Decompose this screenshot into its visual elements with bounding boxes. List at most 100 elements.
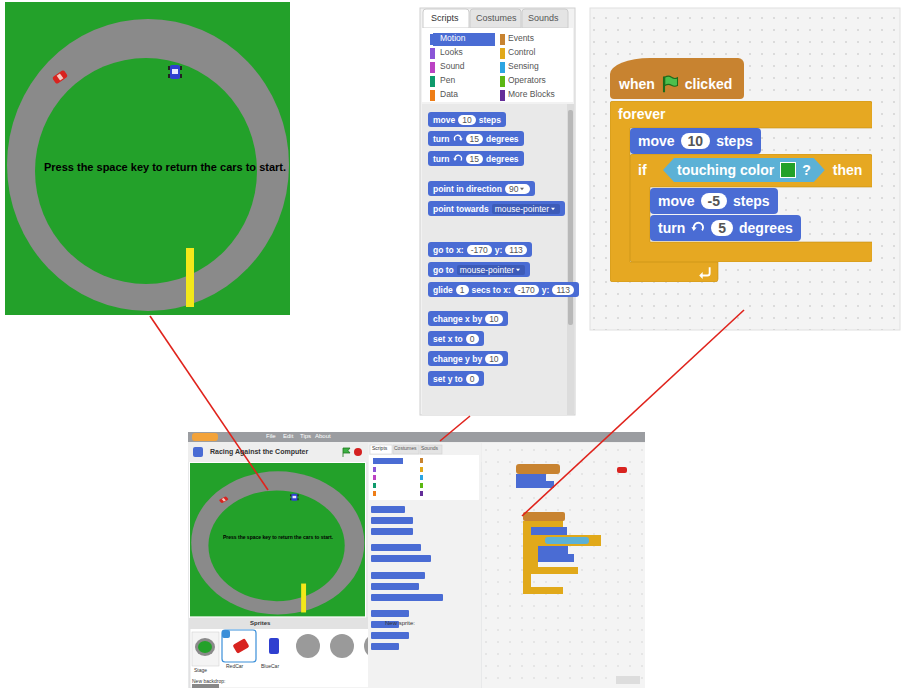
palette-block: turn 15 degrees: [428, 131, 524, 146]
block-text: set x to: [433, 334, 463, 344]
block-text: if: [638, 161, 647, 179]
input-text: 113: [509, 245, 523, 255]
shape: [454, 135, 461, 140]
label-text: About: [315, 433, 331, 440]
number-input: -170: [467, 245, 492, 255]
number-input: 113: [552, 285, 574, 295]
input-text: 10: [688, 133, 704, 149]
block-text: touching color: [677, 161, 774, 179]
block-text: degrees: [739, 219, 793, 237]
input-text: 90: [509, 184, 518, 194]
shape: [459, 138, 463, 141]
motion-block: turn5degrees: [650, 215, 801, 241]
input-text: 10: [489, 314, 498, 324]
block-text: turn: [658, 219, 685, 237]
number-input: 1: [456, 285, 469, 295]
input-text: 113: [556, 285, 570, 295]
input-text: 10: [462, 115, 471, 125]
input-text: -170: [518, 285, 535, 295]
motion-block: move10steps: [630, 128, 761, 154]
if-block: ifthentouching color?move-5stepsturn5deg…: [630, 154, 872, 262]
label-text: Edit: [283, 433, 293, 440]
input-text: 10: [489, 354, 498, 364]
label-text: Tips: [300, 433, 311, 440]
label-text: Press the space key to return the cars t…: [40, 161, 290, 174]
number-input: 15: [466, 154, 483, 164]
sensing-block: touching color?: [663, 158, 825, 182]
label-text: RedCar: [226, 664, 243, 670]
palette-block: move 10 steps: [428, 112, 506, 127]
number-input: 90: [505, 184, 530, 194]
palette-block: point towards mouse-pointer: [428, 201, 565, 216]
shape: [665, 76, 678, 86]
input-text: 15: [470, 154, 479, 164]
input-text: 15: [470, 134, 479, 144]
label-text: Sensing: [508, 62, 539, 72]
block-text: change x by: [433, 314, 482, 324]
number-input: 0: [466, 334, 479, 344]
label-text: File: [266, 433, 276, 440]
label-text: Sounds: [421, 446, 438, 452]
palette-block: set x to0: [428, 331, 484, 346]
palette-block: change x by 10: [428, 311, 508, 326]
label-text: New sprite:: [385, 620, 415, 627]
label-text: Looks: [440, 48, 463, 58]
label-text: Control: [508, 48, 535, 58]
block-text: when: [619, 75, 655, 93]
palette-block: set y to0: [428, 371, 484, 386]
label-text: Motion: [440, 34, 466, 44]
number-input: 10: [458, 115, 475, 125]
label-text: BlueCar: [261, 664, 279, 670]
block-text: ?: [802, 161, 811, 179]
block-text: steps: [733, 192, 770, 210]
block-text: y:: [542, 285, 550, 295]
editor-screenshot: [188, 432, 645, 688]
shape: [630, 154, 872, 262]
cw-icon: [453, 134, 463, 144]
number-input: 10: [485, 314, 502, 324]
shape: [455, 155, 462, 160]
hat-block: whenclicked: [610, 58, 744, 99]
label-text: More Blocks: [508, 90, 555, 100]
label-text: Stage: [194, 668, 207, 674]
ccw-icon: [691, 221, 705, 235]
block-text: point towards: [433, 204, 489, 214]
number-input: 10: [681, 133, 711, 149]
palette-block: glide 1 secs to x: -170 y: 113: [428, 282, 579, 297]
label-text: Events: [508, 34, 534, 44]
palette-block: turn15degrees: [428, 151, 524, 166]
block-text: secs to x:: [472, 285, 511, 295]
block-text: glide: [433, 285, 453, 295]
shape: [692, 227, 697, 231]
label-text: Data: [440, 90, 458, 100]
palette-block: change y by10: [428, 351, 508, 366]
block-text: degrees: [486, 154, 519, 164]
label-text: Operators: [508, 76, 546, 86]
label-text: Costumes: [476, 13, 517, 23]
ccw-icon: [453, 154, 463, 164]
label-text: Pen: [440, 76, 455, 86]
number-input: -170: [514, 285, 539, 295]
block-text: turn: [433, 134, 450, 144]
input-text: 1: [460, 285, 465, 295]
block-text: move: [433, 115, 455, 125]
shape: [699, 272, 703, 279]
shape: [694, 223, 703, 231]
label-text: Press the space key to return the cars t…: [213, 535, 343, 541]
input-text: mouse-pointer: [495, 204, 549, 214]
block-text: y:: [495, 245, 503, 255]
block-text: steps: [479, 115, 501, 125]
block-text: degrees: [486, 134, 519, 144]
dd-icon: [518, 185, 526, 193]
shape: [516, 268, 520, 271]
number-input: 15: [466, 134, 483, 144]
input-text: mouse-pointer: [460, 265, 514, 275]
forever-block: forevermove10stepsifthentouching color?m…: [610, 101, 872, 282]
label-text: New backdrop:: [192, 679, 225, 685]
block-text: point in direction: [433, 184, 502, 194]
ddw-icon: [549, 205, 557, 213]
block-text: move: [638, 132, 675, 150]
shape: [610, 101, 872, 282]
input-text: -170: [471, 245, 488, 255]
label-text: Sounds: [528, 13, 559, 23]
